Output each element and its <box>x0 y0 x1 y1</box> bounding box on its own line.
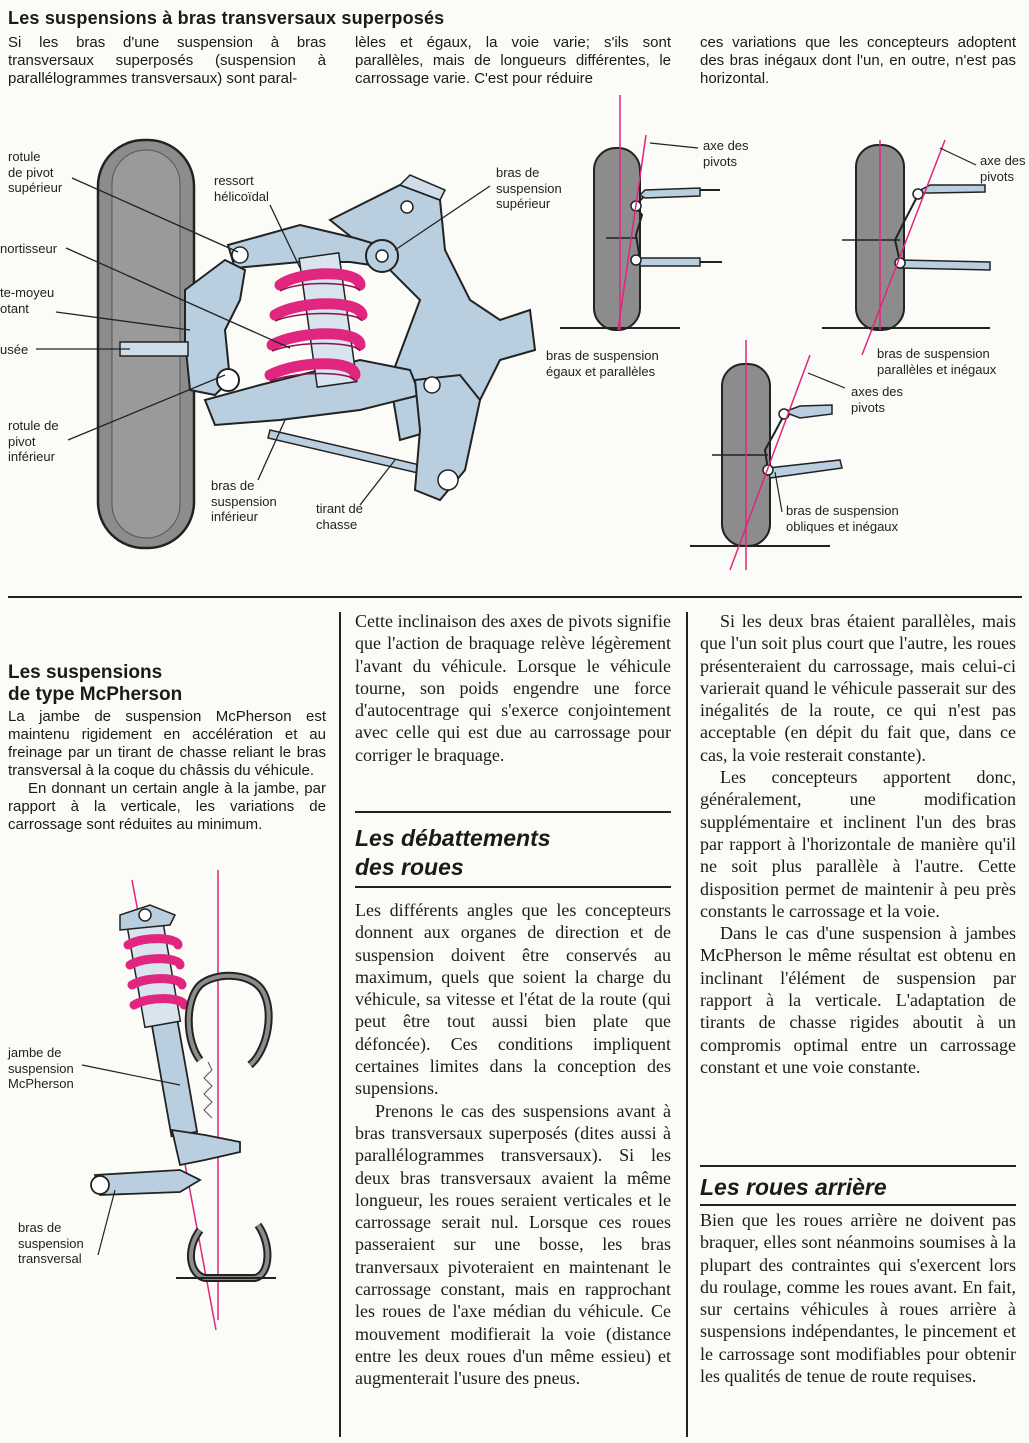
label-bras-paralleles-inegaux: bras de suspension parallèles et inégaux <box>877 346 997 377</box>
debattements-text: Les différents angles que les concepteur… <box>355 899 671 1390</box>
right-para-2: Les concepteurs apportent donc, générale… <box>700 767 1016 921</box>
heading-rule-bottom <box>355 886 671 888</box>
label-rotule-pivot-inferieur: rotule de pivot inférieur <box>8 418 59 464</box>
debattements-para-2: Prenons le cas des suspensions avant à b… <box>355 1100 671 1389</box>
right-column-text: Si les deux bras étaient parallèles, mai… <box>700 610 1016 1078</box>
label-bras-suspension-superieur: bras de suspension supérieur <box>496 165 562 211</box>
label-axe-des-pivots-1: axe des pivots <box>703 138 749 169</box>
mcpherson-heading-line-1: Les suspensions <box>8 662 163 683</box>
inclinaison-paragraph: Cette inclinaison des axes de pivots sig… <box>355 611 671 765</box>
intro-col-1: Si les bras d'une suspension à bras tran… <box>8 34 326 87</box>
label-tirant-de-chasse: tirant de chasse <box>316 501 363 532</box>
label-porte-moyeu: te-moyeu otant <box>0 285 55 316</box>
column-divider-2 <box>686 612 688 1437</box>
label-fusee: usée <box>0 342 29 357</box>
roues-arriere-text: Bien que les roues arrière ne doivent pa… <box>700 1210 1016 1387</box>
label-bras-transversal: bras de suspension transversal <box>18 1220 84 1266</box>
mcpherson-para-2: En donnant un certain angle à la jambe, … <box>8 780 326 833</box>
debattements-heading-line-1: Les débattements <box>355 825 551 851</box>
label-rotule-pivot-superieur: rotule de pivot supérieur <box>8 149 63 195</box>
mcpherson-heading: Les suspensions de type McPherson <box>8 662 328 706</box>
heading-rule-top <box>355 811 671 813</box>
roues-arriere-rule-top <box>700 1165 1016 1167</box>
intro-col-2: lèles et égaux, la voie varie; s'ils son… <box>355 34 671 87</box>
mcpherson-para-1: La jambe de suspension McPherson est mai… <box>8 708 326 779</box>
label-jambe-mcpherson: jambe de suspension McPherson <box>8 1045 74 1091</box>
roues-arriere-rule-bottom <box>700 1204 1016 1206</box>
mcpherson-heading-line-2: de type McPherson <box>8 684 183 705</box>
label-axe-des-pivots-2: axe des pivots <box>980 153 1026 184</box>
right-para-1: Si les deux bras étaient parallèles, mai… <box>700 611 1016 765</box>
right-para-3: Dans le cas d'une suspension à jambes Mc… <box>700 923 1016 1077</box>
label-amortisseur: nortisseur <box>0 241 58 256</box>
label-axes-des-pivots-3: axes des pivots <box>851 384 904 415</box>
debattements-para-1: Les différents angles que les concepteur… <box>355 900 671 1099</box>
intro-col-3: ces variations que les concepteurs adopt… <box>700 34 1016 87</box>
label-bras-suspension-inferieur: bras de suspension inférieur <box>211 478 277 524</box>
label-bras-obliques-inegaux: bras de suspension obliques et inégaux <box>786 503 899 534</box>
section-divider <box>8 596 1022 598</box>
column-divider-1 <box>339 612 341 1437</box>
label-ressort-helicoidal: ressort hélicoïdal <box>214 173 269 204</box>
section-title-bras-transversaux: Les suspensions à bras transversaux supe… <box>8 8 445 28</box>
mcpherson-text: La jambe de suspension McPherson est mai… <box>8 708 326 834</box>
roues-arriere-heading: Les roues arrière <box>700 1174 887 1200</box>
debattements-heading: Les débattements des roues <box>355 824 671 882</box>
label-bras-egaux-paralleles: bras de suspension égaux et parallèles <box>546 348 659 379</box>
debattements-heading-line-2: des roues <box>355 854 464 880</box>
